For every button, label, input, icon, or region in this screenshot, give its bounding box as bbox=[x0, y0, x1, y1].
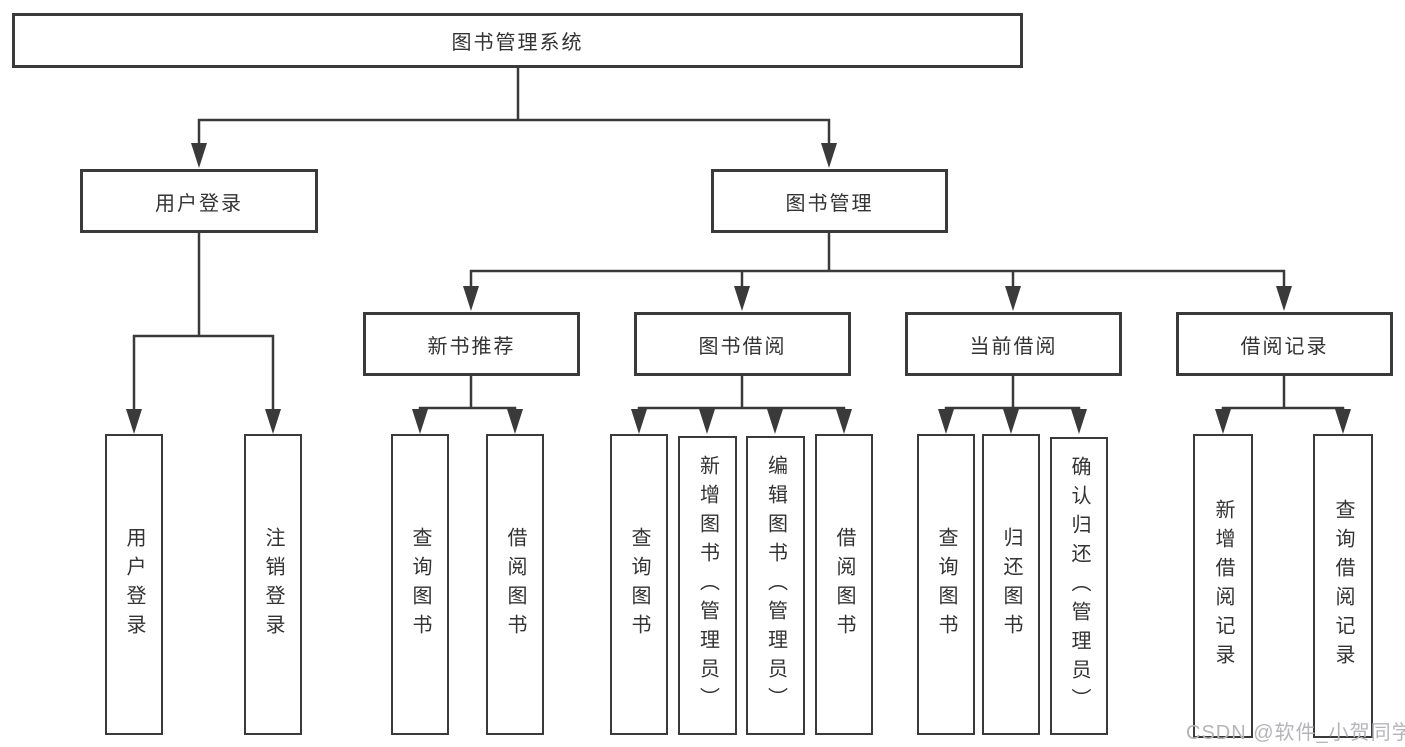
node-label: 当前借阅 bbox=[969, 335, 1058, 358]
node-user-login: 用户登录 bbox=[80, 169, 318, 233]
leaf-label: 借阅图书 bbox=[833, 526, 855, 643]
node-label: 图书借阅 bbox=[698, 335, 787, 358]
node-new-book-recommendation: 新书推荐 bbox=[363, 312, 580, 376]
leaf-user-login: 用户登录 bbox=[105, 434, 163, 735]
leaf-label: 查询借阅记录 bbox=[1332, 499, 1354, 673]
leaf-label: 用户登录 bbox=[123, 526, 145, 643]
leaf-return-books: 归还图书 bbox=[982, 434, 1040, 735]
leaf-query-books-recommend: 查询图书 bbox=[391, 434, 449, 735]
leaf-label: 查询图书 bbox=[935, 526, 957, 643]
node-current-borrowing: 当前借阅 bbox=[905, 312, 1122, 376]
leaf-query-books-current: 查询图书 bbox=[917, 434, 975, 735]
node-book-management: 图书管理 bbox=[711, 169, 948, 233]
leaf-label: 新增图书（管理员） bbox=[696, 455, 719, 716]
node-borrowing-records: 借阅记录 bbox=[1176, 312, 1393, 376]
leaf-confirm-return-admin: 确认归还（管理员） bbox=[1050, 437, 1108, 735]
node-label: 用户登录 bbox=[155, 192, 243, 215]
leaf-query-borrow-record: 查询借阅记录 bbox=[1313, 434, 1373, 738]
node-label: 图书管理系统 bbox=[451, 32, 584, 54]
leaf-add-books-admin: 新增图书（管理员） bbox=[678, 436, 737, 735]
leaf-logout-login: 注销登录 bbox=[244, 434, 302, 735]
watermark: CSDN @软件_小贺同学 bbox=[1186, 722, 1405, 744]
leaf-label: 编辑图书（管理员） bbox=[764, 455, 787, 716]
leaf-add-borrow-record: 新增借阅记录 bbox=[1193, 434, 1253, 738]
leaf-label: 归还图书 bbox=[1000, 526, 1022, 643]
node-library-management-system: 图书管理系统 bbox=[12, 13, 1023, 68]
node-book-borrowing: 图书借阅 bbox=[634, 312, 851, 376]
leaf-label: 注销登录 bbox=[262, 526, 284, 643]
leaf-borrow-books: 借阅图书 bbox=[815, 434, 873, 735]
leaf-label: 新增借阅记录 bbox=[1212, 499, 1234, 673]
leaf-label: 确认归还（管理员） bbox=[1068, 455, 1090, 717]
node-label: 图书管理 bbox=[785, 192, 874, 215]
node-label: 新书推荐 bbox=[427, 335, 516, 358]
leaf-borrow-books-recommend: 借阅图书 bbox=[486, 434, 544, 735]
leaf-label: 查询图书 bbox=[409, 526, 431, 643]
leaf-query-books-borrow: 查询图书 bbox=[610, 434, 668, 735]
leaf-edit-books-admin: 编辑图书（管理员） bbox=[746, 436, 805, 735]
node-label: 借阅记录 bbox=[1240, 335, 1329, 358]
leaf-label: 查询图书 bbox=[628, 526, 650, 643]
leaf-label: 借阅图书 bbox=[504, 526, 526, 643]
